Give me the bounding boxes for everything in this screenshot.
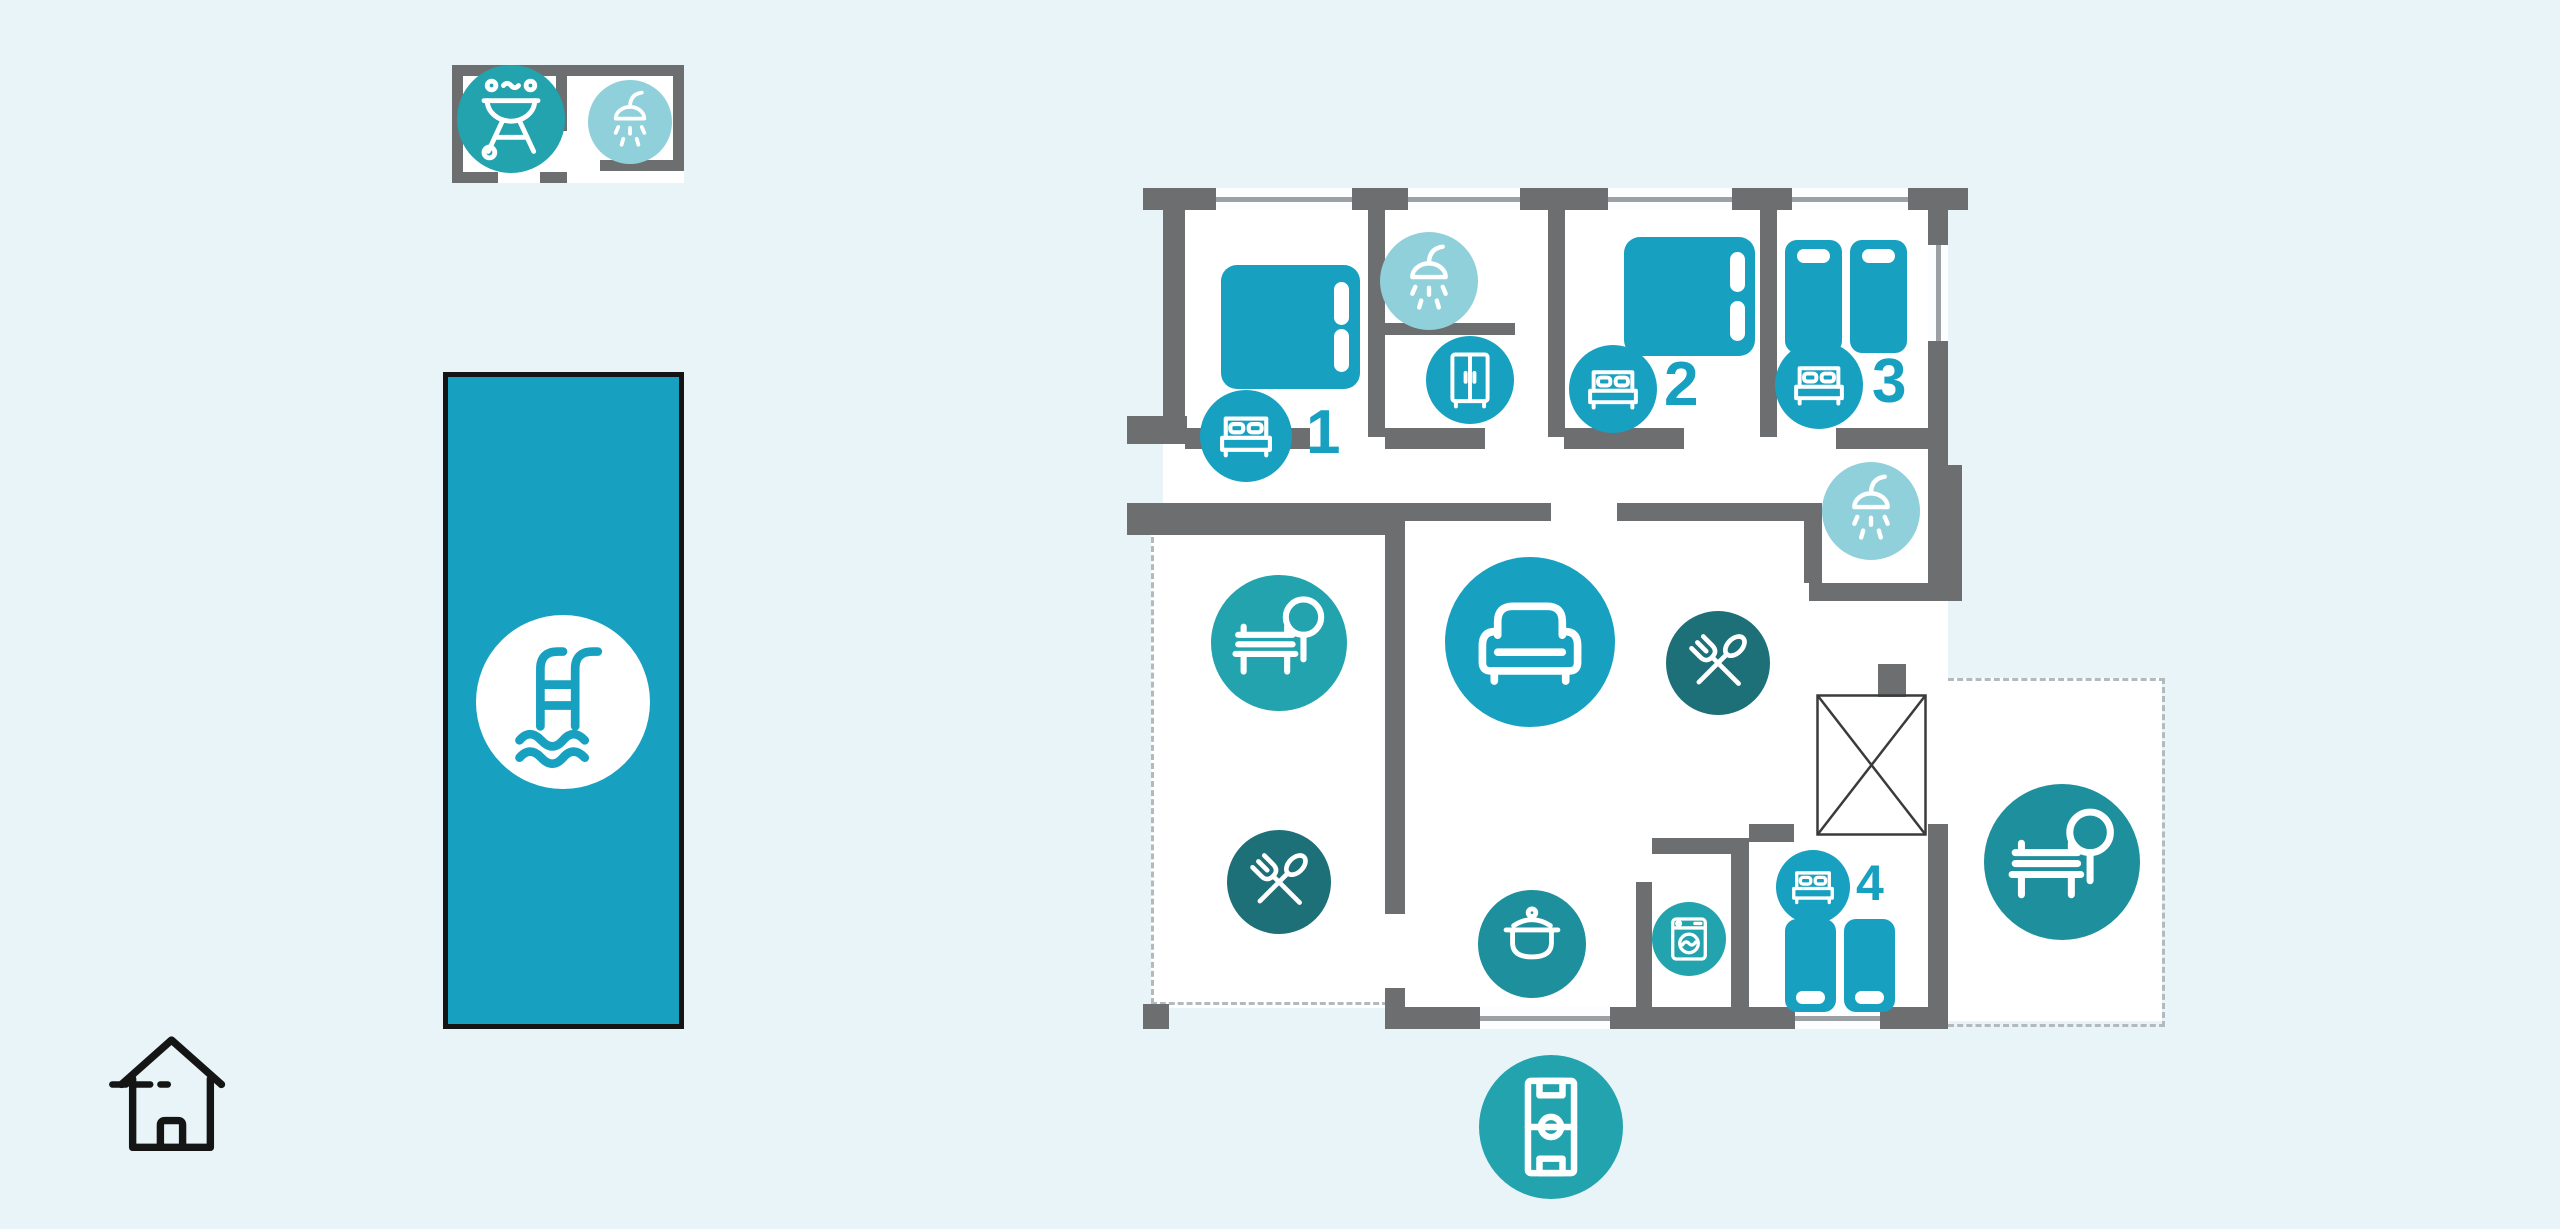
wall: [1385, 428, 1485, 449]
bedroom-3-number: 3: [1872, 347, 1907, 416]
wall: [1143, 1004, 1169, 1029]
wall: [1760, 210, 1777, 437]
window: [1928, 245, 1948, 341]
wall: [1636, 882, 1652, 1029]
double-bed-icon: [1776, 850, 1850, 924]
wall: [1405, 503, 1551, 521]
home-icon: [106, 1016, 237, 1164]
terrace-boundary: [1151, 537, 1154, 1004]
washing-machine-icon: [1652, 902, 1726, 976]
wall: [1564, 428, 1684, 449]
wall: [1749, 824, 1794, 842]
bbq-grill-icon: [457, 65, 565, 173]
wall: [452, 172, 498, 183]
football-pitch-icon: [1479, 1055, 1623, 1199]
bedroom-2-number: 2: [1664, 350, 1699, 419]
pool-ladder-icon: [476, 615, 650, 789]
wall: [1127, 503, 1405, 535]
wall: [1804, 503, 1822, 583]
window: [1408, 188, 1520, 210]
wall: [1163, 210, 1185, 444]
sofa-icon: [1445, 557, 1615, 727]
wall: [1127, 416, 1187, 444]
wall: [1368, 210, 1385, 437]
garden-boundary: [1948, 678, 2165, 1027]
shower-icon: [1380, 232, 1478, 330]
wall: [452, 65, 684, 76]
wall: [556, 65, 567, 131]
window: [1792, 188, 1908, 210]
window: [1216, 188, 1352, 210]
wall: [1652, 838, 1731, 854]
cutlery-icon: [1227, 830, 1331, 934]
shower-icon: [588, 80, 672, 164]
wall: [1385, 535, 1405, 914]
wall: [600, 160, 684, 171]
wall: [1836, 428, 1928, 449]
garden-bench-icon: [1984, 784, 2140, 940]
wall: [1548, 210, 1565, 437]
double-bed-icon: [1775, 341, 1863, 429]
wardrobe-icon: [1426, 336, 1514, 424]
single-bed-furniture: [1850, 240, 1907, 353]
wall: [1878, 664, 1906, 697]
wall: [540, 172, 567, 183]
single-bed-furniture: [1785, 240, 1842, 353]
stairs: [1816, 694, 1927, 836]
bedroom-4-number: 4: [1856, 855, 1884, 911]
window: [1480, 1007, 1610, 1029]
single-bed-furniture: [1844, 919, 1895, 1012]
window: [1795, 1007, 1880, 1029]
double-bed-furniture: [1221, 265, 1360, 389]
wall: [1948, 465, 1962, 601]
double-bed-furniture: [1624, 237, 1755, 356]
cooking-pot-icon: [1478, 890, 1586, 998]
shower-icon: [1822, 462, 1920, 560]
garden-bench-icon: [1211, 575, 1347, 711]
double-bed-icon: [1200, 390, 1292, 482]
terrace-boundary: [1151, 1002, 1388, 1005]
wall: [1809, 583, 1962, 601]
bedroom-1-number: 1: [1306, 398, 1341, 467]
double-bed-icon: [1569, 345, 1657, 433]
single-bed-furniture: [1785, 919, 1836, 1012]
cutlery-icon: [1666, 611, 1770, 715]
wall: [673, 65, 684, 171]
wall: [1731, 838, 1749, 1029]
wall: [1928, 824, 1948, 1029]
window: [1608, 188, 1732, 210]
wall: [1617, 503, 1804, 521]
